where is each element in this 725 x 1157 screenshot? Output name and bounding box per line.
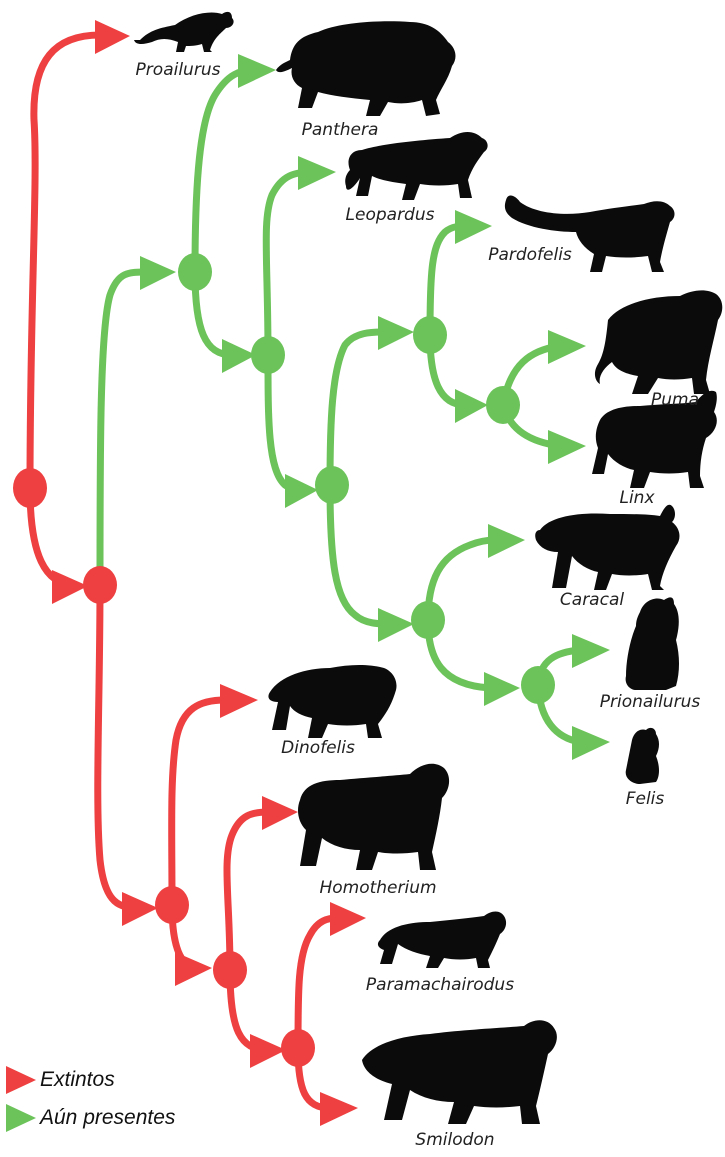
arrowhead-node-3 [285, 474, 318, 508]
branch-node-b-to-homotherium [227, 812, 268, 970]
label-homotherium: Homotherium [319, 878, 436, 898]
label-smilodon: Smilodon [415, 1130, 494, 1150]
legend-extinct-arrow-icon [6, 1066, 36, 1094]
felis-silhouette [626, 728, 659, 784]
legend-extinct-label: Extintos [40, 1068, 115, 1092]
label-puma: Puma [651, 390, 699, 410]
node-7 [521, 666, 555, 704]
arrowhead-puma [548, 330, 586, 364]
branch-node-3-to-node-6 [330, 485, 390, 624]
node-3 [315, 466, 349, 504]
arrowhead-sabre [122, 892, 158, 926]
arrowhead-node-7 [484, 672, 520, 706]
present-nodes [178, 253, 555, 704]
arrowhead-linx [548, 430, 586, 464]
branch-node-1-to-panthera [195, 70, 255, 272]
node-c [281, 1029, 315, 1067]
node-root [13, 468, 47, 508]
arrowhead-proailurus [95, 20, 130, 54]
node-4 [413, 316, 447, 354]
node-sabre [155, 886, 189, 924]
arrowhead-leopardus [298, 156, 336, 190]
label-caracal: Caracal [560, 590, 624, 610]
label-paramachairodus: Paramachairodus [366, 975, 514, 995]
label-dinofelis: Dinofelis [281, 738, 355, 758]
label-pardofelis: Pardofelis [488, 245, 572, 265]
legend-extinct: Extintos [6, 1066, 115, 1094]
arrowhead-smilodon [320, 1092, 358, 1126]
arrowhead-node-1 [140, 256, 176, 290]
prionailurus-silhouette [626, 597, 679, 690]
branch-node-a-to-node-sabre [98, 585, 140, 908]
branch-node-3-to-node-4 [330, 332, 385, 485]
extinct-nodes [13, 468, 315, 1067]
legend-present-label: Aún presentes [40, 1106, 175, 1130]
arrowhead-pardofelis [455, 210, 492, 244]
branch-node-2-to-leopardus [266, 172, 312, 355]
node-5 [486, 386, 520, 424]
panthera-silhouette [276, 21, 455, 116]
label-prionailurus: Prionailurus [600, 692, 700, 712]
label-felis: Felis [626, 789, 665, 809]
arrowhead-dinofelis [220, 684, 258, 718]
arrowhead-paramachairodus [330, 902, 366, 936]
arrowhead-node-5 [455, 389, 488, 423]
legend-present: Aún presentes [6, 1104, 175, 1132]
proailurus-silhouette [134, 12, 234, 52]
arrowhead-node-a [52, 570, 88, 604]
branch-sabre-to-dinofelis [172, 700, 225, 905]
arrowhead-homotherium [262, 796, 298, 830]
arrowhead-node-4 [378, 316, 414, 350]
label-panthera: Panthera [302, 120, 379, 140]
legend-present-arrow-icon [6, 1104, 36, 1132]
arrowhead-node-6 [378, 608, 414, 642]
arrowhead-panthera [238, 54, 276, 88]
node-1 [178, 253, 212, 291]
label-linx: Linx [619, 488, 654, 508]
puma-silhouette [595, 290, 722, 394]
branch-root-to-proailurus [30, 35, 100, 488]
branch-node-c-to-paramachairodus [298, 918, 338, 1048]
homotherium-silhouette [298, 764, 449, 870]
arrowhead-node-2 [222, 339, 256, 373]
arrowhead-prionailurus [572, 634, 610, 668]
label-proailurus: Proailurus [136, 60, 221, 80]
dinofelis-silhouette [268, 665, 396, 738]
caracal-silhouette [535, 505, 679, 590]
node-6 [411, 601, 445, 639]
label-leopardus: Leopardus [346, 205, 435, 225]
smilodon-silhouette [362, 1020, 557, 1124]
arrowhead-node-c [250, 1034, 286, 1068]
leopardus-silhouette [345, 132, 487, 200]
arrowhead-felis [572, 726, 610, 760]
branch-node-a-to-node-1 [100, 272, 148, 585]
node-2 [251, 336, 285, 374]
arrowhead-node-b [175, 952, 212, 986]
node-a [83, 566, 117, 604]
arrowhead-caracal [488, 524, 525, 558]
node-b [213, 951, 247, 989]
paramachairodus-silhouette [378, 912, 506, 969]
extinct-branches [30, 35, 338, 1108]
branch-node-2-to-node-3 [268, 355, 305, 490]
